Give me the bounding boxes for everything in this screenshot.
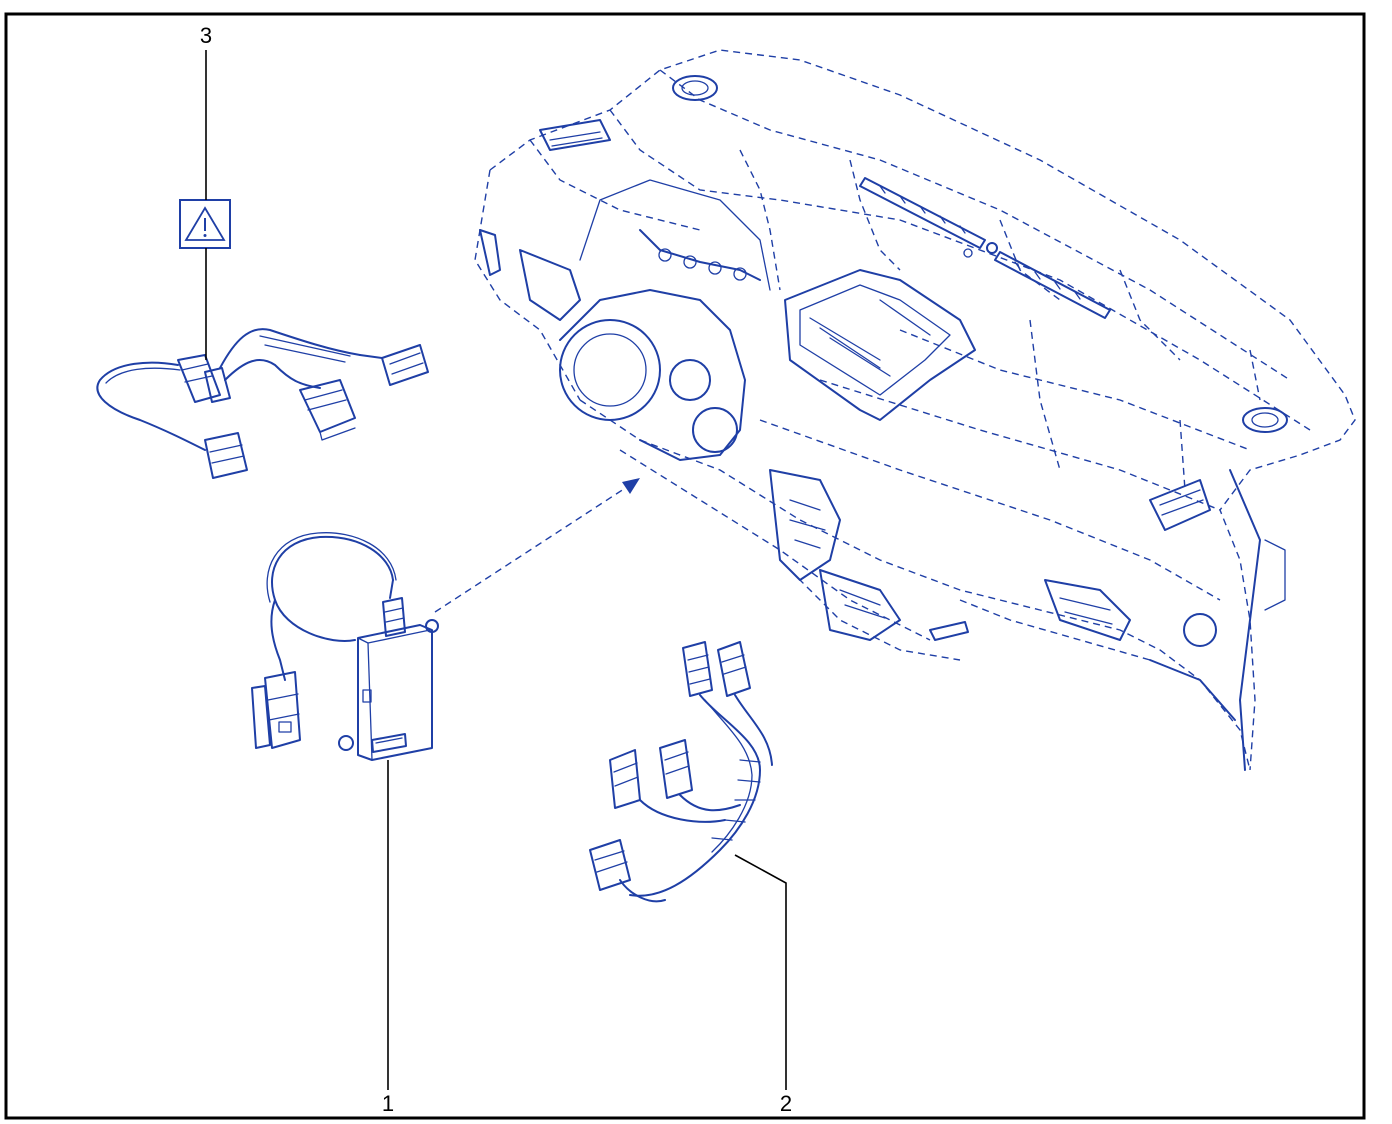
diagram-frame bbox=[4, 12, 1366, 1120]
callout-3: 3 bbox=[200, 23, 212, 360]
part-2-wiring-harness bbox=[589, 641, 773, 903]
callout-2: 2 bbox=[734, 854, 792, 1116]
part-3-harness-kit bbox=[96, 199, 429, 479]
warning-label-box bbox=[179, 199, 231, 249]
callout-label-2: 2 bbox=[780, 1091, 792, 1116]
callout-label-3: 3 bbox=[200, 23, 212, 48]
warning-triangle-icon bbox=[184, 206, 226, 241]
dashboard-assembly bbox=[474, 49, 1356, 771]
callout-1: 1 bbox=[382, 760, 394, 1116]
callout-label-1: 1 bbox=[382, 1091, 394, 1116]
installation-arrow bbox=[434, 478, 640, 613]
part-1-control-module bbox=[251, 532, 439, 761]
